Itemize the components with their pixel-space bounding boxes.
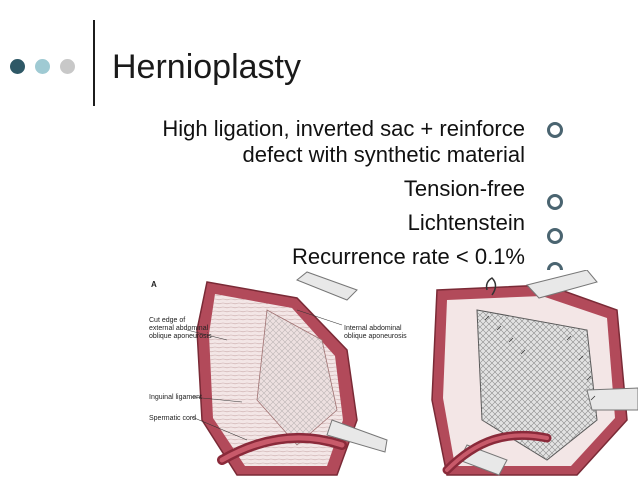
bullet-circle-icon [547, 122, 563, 138]
panel-a-tag: A [151, 280, 157, 289]
bullet-circle-icon [547, 228, 563, 244]
label-inguinal-ligament: Inguinal ligament [149, 394, 202, 401]
title-divider [93, 20, 95, 106]
bullet-item-4: Recurrence rate < 0.1% [292, 244, 525, 269]
decorative-dots [10, 59, 75, 74]
dot-dark [10, 59, 25, 74]
label-spermatic-cord: Spermatic cord [149, 415, 196, 422]
panel-b [431, 270, 638, 476]
slide-title: Hernioplasty [112, 48, 301, 86]
bullet-circle-icon [547, 194, 563, 210]
dot-light-blue [35, 59, 50, 74]
bullet-item-1: High ligation, inverted sac + reinforce … [162, 116, 525, 167]
dot-gray [60, 59, 75, 74]
bullet-list: High ligation, inverted sac + reinforce … [60, 116, 525, 270]
bullet-item-3: Lichtenstein [407, 210, 525, 235]
bullet-item-2: Tension-free [403, 176, 525, 201]
